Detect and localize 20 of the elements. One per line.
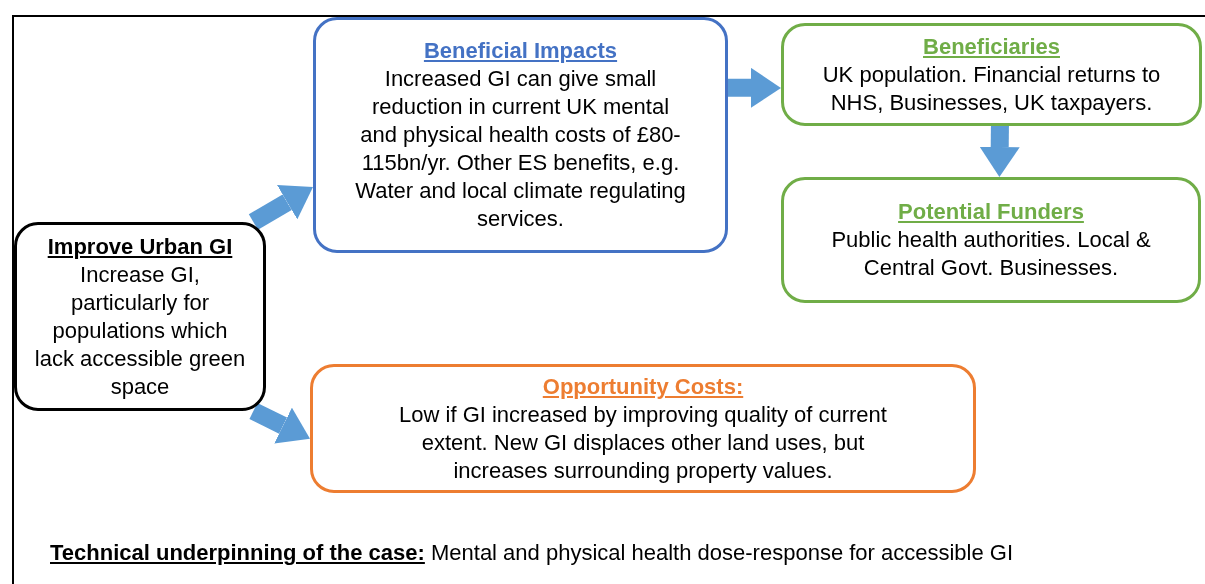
box-text: Increase GI, particularly for populations which lack accessible green space (33, 260, 247, 401)
box-text: Public health authorities. Local & Central Govt. Businesses. (830, 226, 1152, 282)
box-heading: Beneficiaries (923, 32, 1060, 61)
box-heading: Opportunity Costs: (542, 372, 744, 401)
block-arrow (979, 125, 1020, 177)
box-text: UK population. Financial returns to NHS, Businesses, UK taxpayers. (821, 60, 1162, 117)
box-heading: Improve Urban GI (47, 232, 233, 261)
block-arrow (728, 67, 781, 108)
note-text: Technical underpinning of the case: Mental and physical health dose-response for accessible GI (50, 540, 1014, 566)
box-text: Increased GI can give small reduction in current UK mental and physical health costs of £80-115bn/yr. Other ES benefits, e.g. Water and local climate regulating services. (354, 65, 687, 233)
box-heading: Beneficial Impacts (423, 37, 618, 65)
box-text: Low if GI increased by improving quality of current extent. New GI displaces other land uses, but increases surrounding property values. (398, 400, 888, 485)
rounded-box (781, 23, 1202, 126)
rounded-box (14, 222, 266, 411)
block-arrow (249, 402, 310, 444)
rounded-box (781, 177, 1201, 303)
box-heading: Potential Funders (898, 198, 1084, 226)
rounded-box (313, 17, 728, 253)
rounded-box (310, 364, 976, 493)
block-arrow (248, 184, 313, 230)
